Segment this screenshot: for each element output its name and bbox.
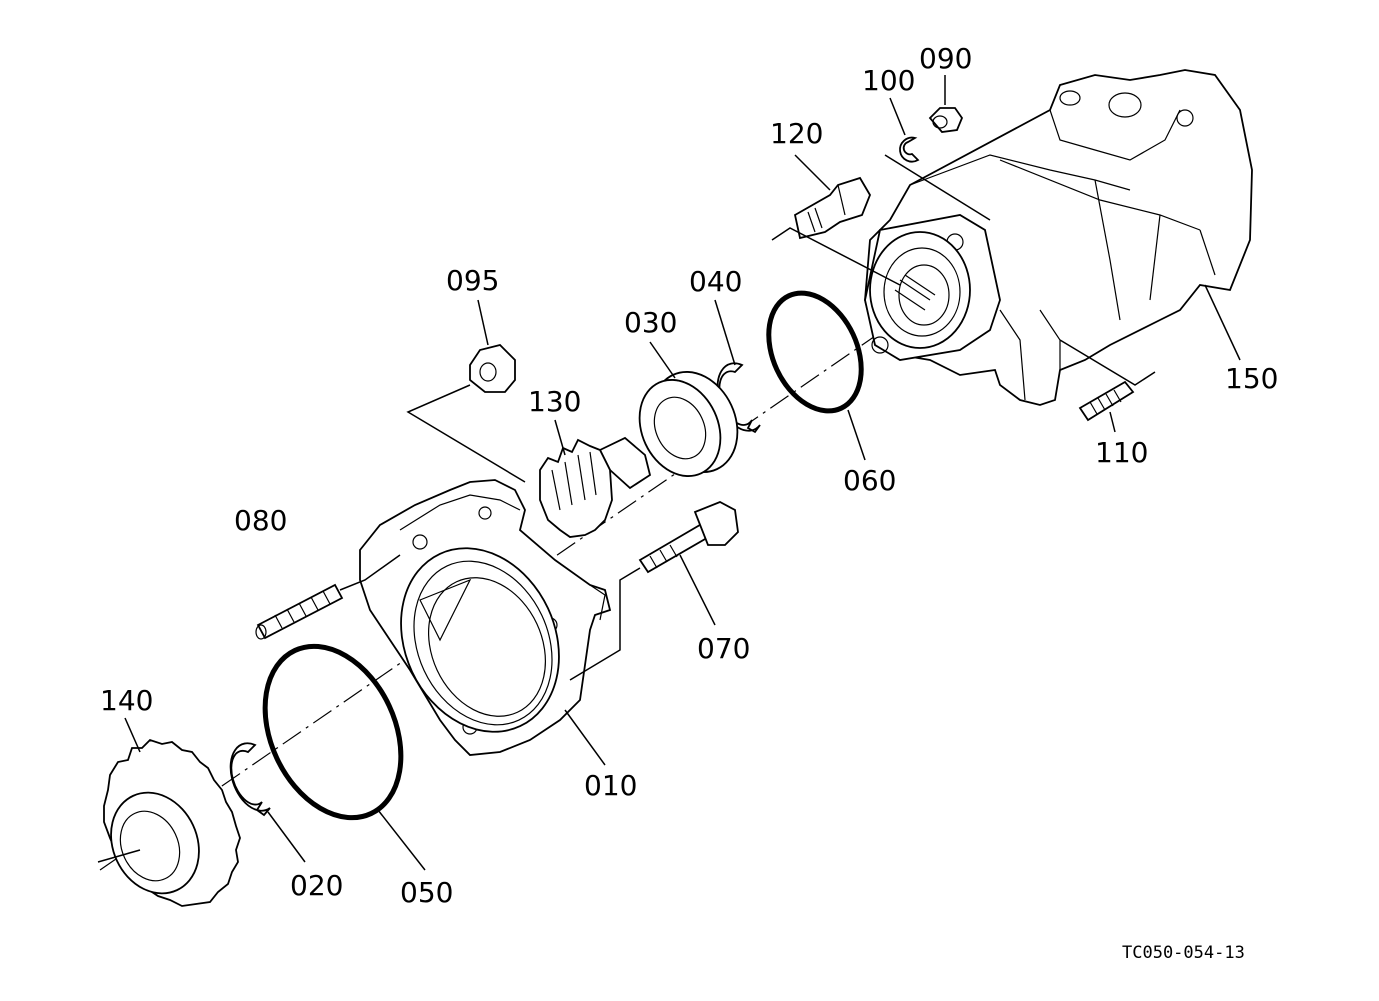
part-040-snap-ring [716, 362, 761, 434]
leader-100-body [884, 154, 991, 221]
callout-120: 120 [770, 117, 823, 150]
callout-070: 070 [697, 632, 750, 665]
leader-050 [377, 809, 426, 871]
leader-110-body [1059, 339, 1156, 386]
leader-020 [267, 811, 306, 863]
leader-130 [554, 419, 566, 456]
leader-140 [124, 717, 141, 753]
leader-040 [714, 299, 736, 366]
part-090-nut [928, 107, 964, 133]
part-095-bushing [469, 344, 516, 393]
leader-070b [679, 554, 716, 626]
callout-030: 030 [624, 306, 677, 339]
leader-070 [569, 567, 641, 681]
callout-080: 080 [234, 504, 287, 537]
part-050-o-ring [262, 643, 404, 821]
callout-060: 060 [843, 464, 896, 497]
leader-010 [564, 709, 606, 766]
part-070-bolt [638, 501, 739, 574]
part-140-gear [103, 738, 241, 907]
callout-140: 140 [100, 684, 153, 717]
leader-150 [1204, 284, 1241, 361]
callout-095: 095 [446, 264, 499, 297]
leader-120-body [771, 227, 901, 286]
part-060-o-ring [766, 290, 864, 414]
part-120-fitting [793, 176, 871, 240]
callout-130: 130 [528, 385, 581, 418]
callout-050: 050 [400, 876, 453, 909]
part-010-housing [359, 479, 612, 756]
callout-100: 100 [862, 64, 915, 97]
leader-140-axis [97, 849, 141, 863]
leader-080 [339, 554, 401, 591]
leader-030 [649, 341, 676, 379]
part-130-gear-shaft [539, 436, 652, 538]
leader-120 [794, 154, 831, 191]
callout-040: 040 [689, 265, 742, 298]
callout-110: 110 [1095, 436, 1148, 469]
callout-010: 010 [584, 769, 637, 802]
leader-060 [847, 409, 866, 461]
drawing-reference: TC050-054-13 [1122, 943, 1245, 963]
leader-100 [889, 97, 906, 136]
part-110-stud [1078, 380, 1135, 422]
part-150-pump-body [864, 69, 1253, 406]
part-080-stud [255, 583, 344, 640]
leader-095 [406, 384, 526, 483]
callout-090: 090 [919, 42, 972, 75]
part-020-snap-ring [229, 742, 271, 817]
callout-150: 150 [1225, 362, 1278, 395]
leader-095b [477, 299, 489, 346]
part-100-washer [899, 136, 920, 163]
leader-110 [1109, 411, 1116, 433]
callout-020: 020 [290, 869, 343, 902]
